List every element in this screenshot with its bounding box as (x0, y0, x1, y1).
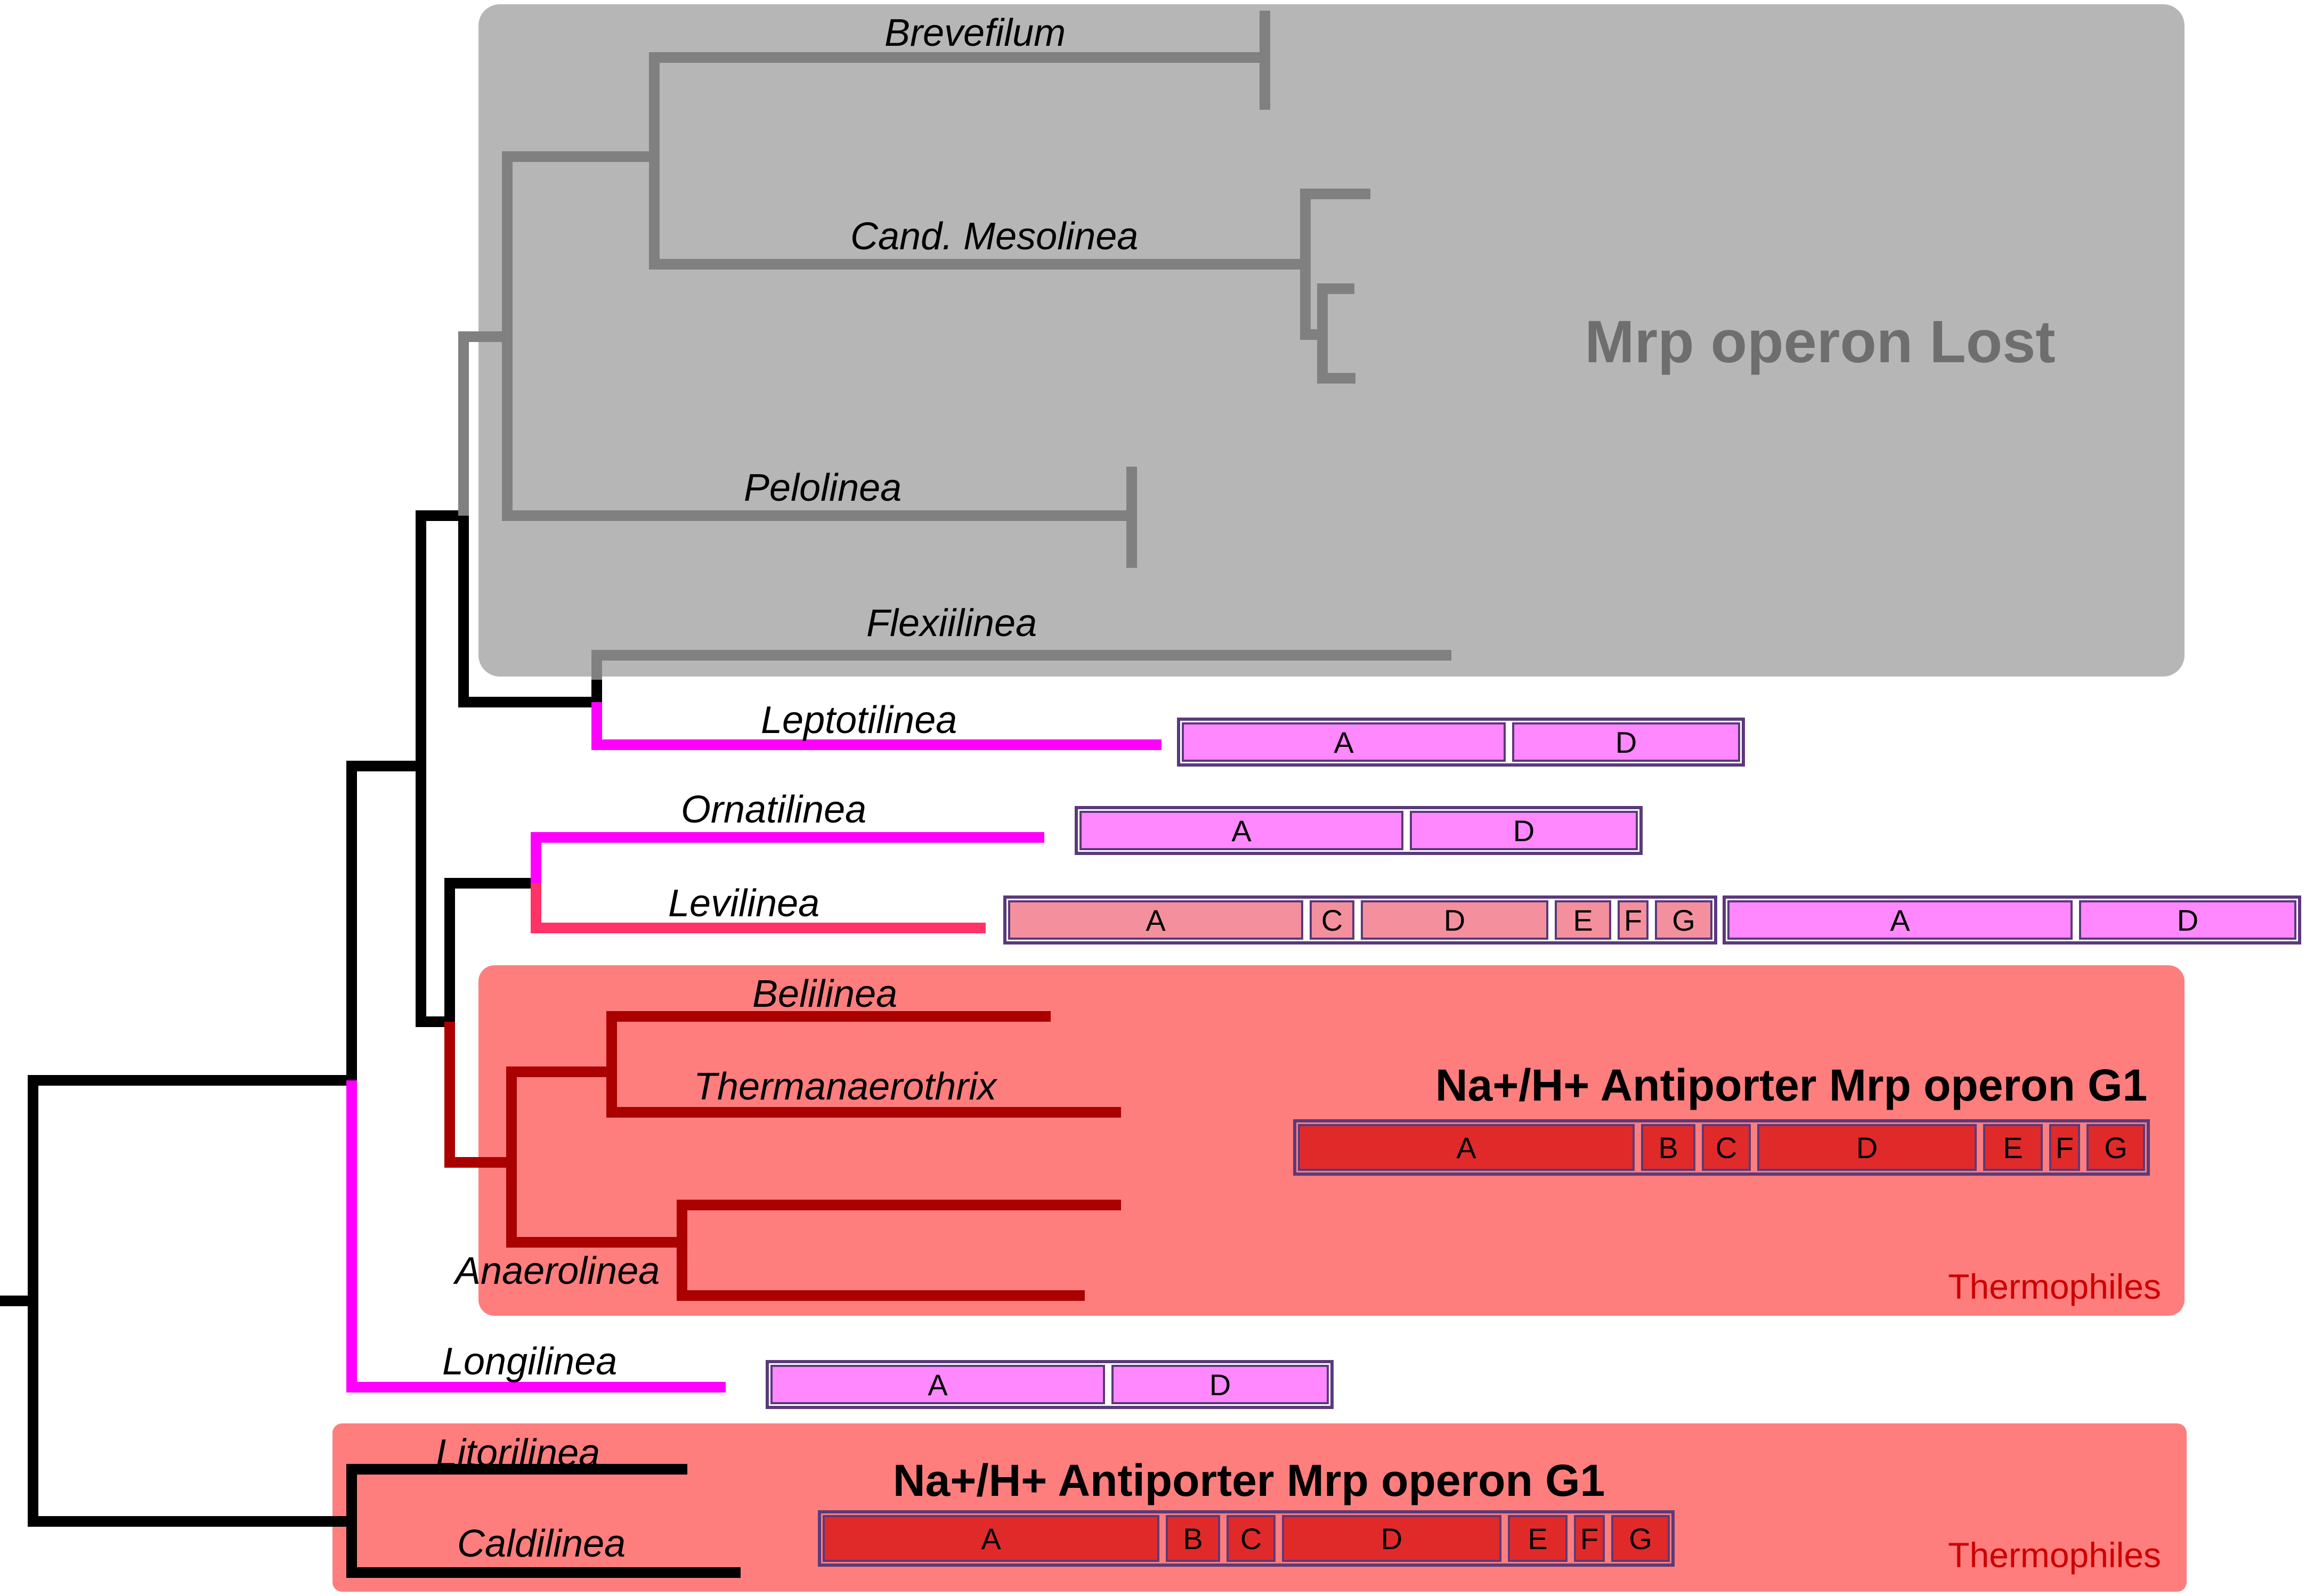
gene-box-b (1166, 1515, 1220, 1562)
gene-label-e: E (1573, 903, 1593, 937)
gene-box-d (1361, 900, 1548, 940)
gene-label-c: C (1716, 1131, 1737, 1165)
gene-box-f (1574, 1515, 1605, 1562)
gene-label-a: A (1231, 814, 1252, 848)
gene-box-a (1727, 900, 2073, 940)
taxon-label-anaerolinea: Anaerolinea (453, 1250, 660, 1292)
gene-label-a: A (928, 1368, 948, 1402)
gene-label-g: G (2104, 1131, 2128, 1165)
gene-label-e: E (2003, 1131, 2023, 1165)
gene-label-d: D (1381, 1522, 1402, 1556)
gene-label-a: A (1146, 903, 1166, 937)
gene-box-g (1611, 1515, 1670, 1562)
taxon-label-leptotilinea: Leptotilinea (761, 699, 957, 742)
taxon-label-levilinea: Levilinea (668, 882, 819, 925)
taxon-label-mesolinea: Cand. Mesolinea (850, 215, 1138, 258)
gene-box-e (1555, 900, 1611, 940)
gene-label-b: B (1183, 1522, 1203, 1556)
thermo-bottom-title: Na+/H+ Antiporter Mrp operon G1 (893, 1455, 1605, 1505)
taxon-label-pelolinea: Pelolinea (744, 467, 902, 509)
gene-label-d: D (2177, 903, 2198, 937)
taxon-label-belilinea: Belilinea (752, 973, 897, 1015)
gene-box-d (1512, 722, 1740, 762)
taxon-label-longilinea: Longilinea (442, 1340, 617, 1383)
gene-label-d: D (1615, 726, 1637, 759)
gene-box-a (1182, 722, 1506, 762)
gene-label-f: F (1624, 903, 1642, 937)
operon-frame (1003, 895, 1717, 944)
gene-box-a (823, 1515, 1159, 1562)
gene-label-a: A (1890, 903, 1910, 937)
gene-label-a: A (981, 1522, 1001, 1556)
gene-box-c (1702, 1124, 1751, 1171)
mrp-lost-title: Mrp operon Lost (1585, 308, 2055, 375)
operon-frame (1723, 895, 2301, 944)
taxon-label-ornatilinea: Ornatilinea (681, 788, 866, 831)
gene-box-f (2049, 1124, 2080, 1171)
taxon-label-flexiilinea: Flexiilinea (866, 602, 1037, 645)
gene-box-d (1282, 1515, 1501, 1562)
thermo-top-footer: Thermophiles (1948, 1267, 2161, 1306)
mrp-lost-region (478, 4, 2185, 677)
operon-frame (1177, 718, 1745, 767)
taxon-label-caldilinea: Caldilinea (457, 1522, 626, 1565)
gene-label-d: D (1444, 903, 1465, 937)
gene-box-g (2086, 1124, 2145, 1171)
operon-frame (1075, 806, 1643, 855)
gene-label-g: G (1672, 903, 1695, 937)
thermo-bottom-footer: Thermophiles (1948, 1535, 2161, 1575)
backbone-branches (0, 510, 741, 1578)
gene-label-d: D (1856, 1131, 1878, 1165)
thermo-top-title: Na+/H+ Antiporter Mrp operon G1 (1435, 1060, 2147, 1110)
levilinea-branch (531, 883, 986, 933)
gene-label-c: C (1240, 1522, 1262, 1556)
operon-frame (766, 1360, 1334, 1409)
taxon-label-thermanaerothrix: Thermanaerothrix (694, 1065, 998, 1108)
operon-frame (818, 1510, 1675, 1567)
gene-label-c: C (1321, 903, 1343, 937)
thermophile-branches (444, 1011, 1121, 1301)
lost-clade-branches (458, 11, 1451, 680)
gene-box-f (1618, 900, 1649, 940)
gene-box-g (1655, 900, 1712, 940)
gene-box-a (1298, 1124, 1635, 1171)
gene-label-a: A (1334, 726, 1354, 759)
gene-box-b (1641, 1124, 1695, 1171)
gene-box-c (1227, 1515, 1276, 1562)
gene-label-e: E (1528, 1522, 1547, 1556)
gene-box-d (1111, 1365, 1329, 1404)
gene-box-e (1983, 1124, 2043, 1171)
gene-box-e (1508, 1515, 1568, 1562)
gene-label-f: F (2056, 1131, 2074, 1165)
taxon-label-brevefilum: Brevefilum (884, 12, 1066, 54)
gene-label-f: F (1580, 1522, 1598, 1556)
gene-label-d: D (1209, 1368, 1231, 1402)
gene-box-a (1079, 811, 1403, 850)
gene-box-a (1008, 900, 1303, 940)
gene-box-d (1757, 1124, 1977, 1171)
gene-box-c (1310, 900, 1354, 940)
gene-label-g: G (1629, 1522, 1652, 1556)
magenta-branches (346, 702, 1162, 1393)
operon-frame (1293, 1119, 2150, 1176)
thermophiles-region-bottom (332, 1423, 2187, 1592)
gene-box-a (770, 1365, 1105, 1404)
gene-label-b: B (1658, 1131, 1678, 1165)
taxon-label-litorilinea: Litorilinea (436, 1432, 600, 1475)
gene-box-d (2079, 900, 2296, 940)
gene-label-a: A (1456, 1131, 1476, 1165)
gene-label-d: D (1513, 814, 1534, 848)
gene-box-d (1410, 811, 1638, 850)
